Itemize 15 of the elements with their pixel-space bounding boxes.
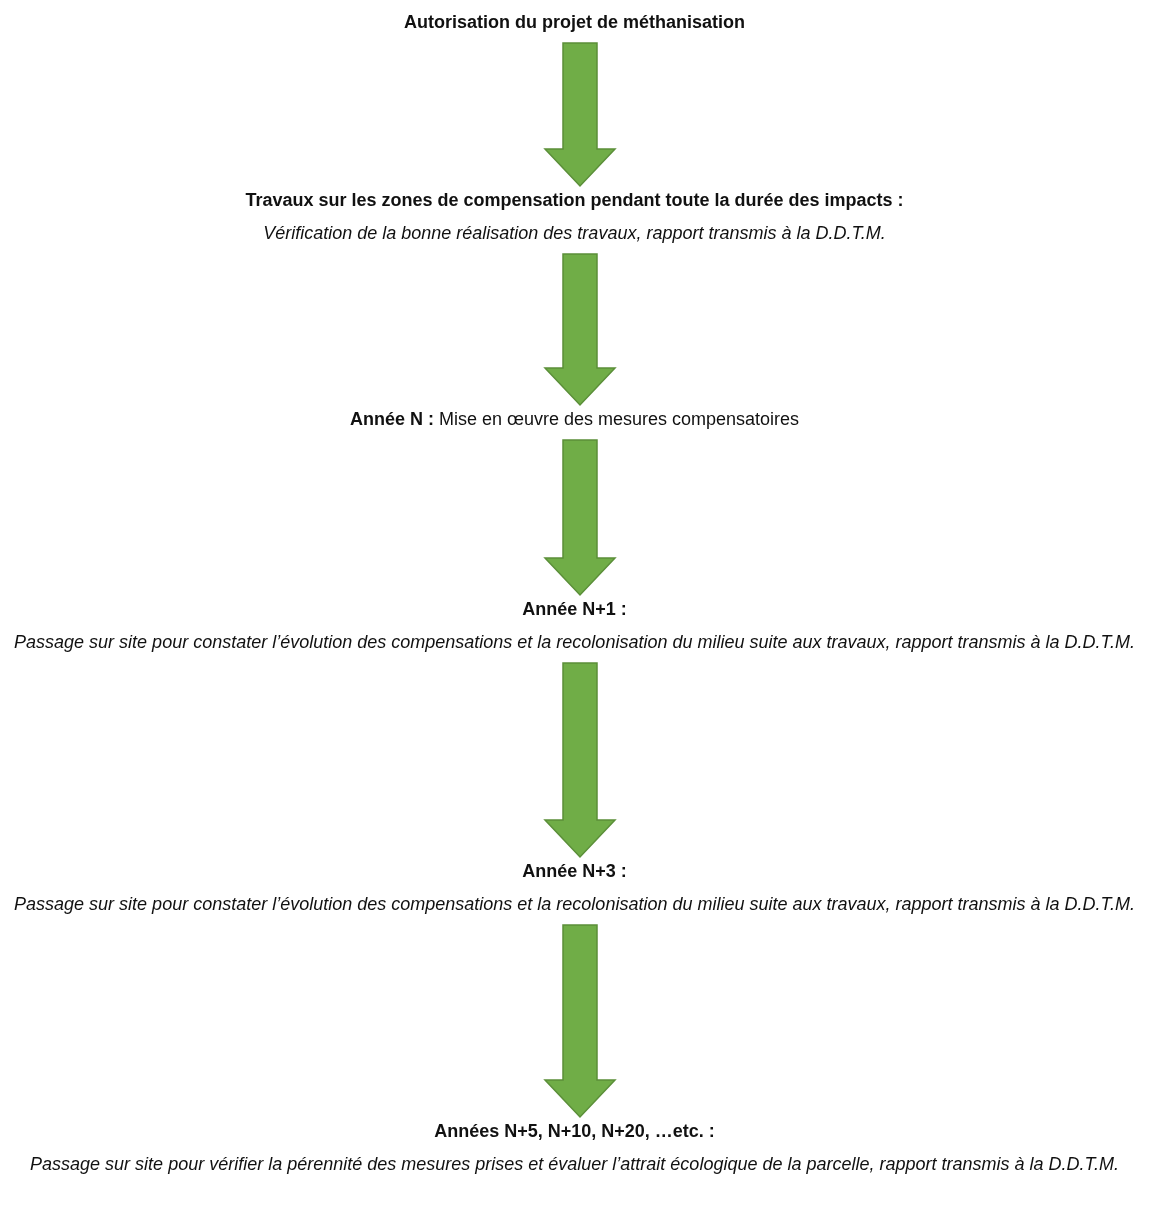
step-heading: Travaux sur les zones de compensation pendant toute la durée des impacts : xyxy=(244,189,905,212)
block-arrow xyxy=(543,662,617,859)
step-text: Année N : Mise en œuvre des mesures compensatoires xyxy=(348,408,801,431)
step-heading: Années N+5, N+10, N+20, …etc. : xyxy=(433,1120,716,1143)
block-arrow xyxy=(543,439,617,597)
block-arrow xyxy=(543,924,617,1119)
step-description: Passage sur site pour constater l’évolution des compensations et la recolonisation du milieu suite aux travaux, rapport transmis à la D.D.T.M. xyxy=(13,631,1136,654)
step-heading: Année N+3 : xyxy=(521,860,628,883)
step-text: Autorisation du projet de méthanisation xyxy=(403,11,746,34)
step-description: Passage sur site pour vérifier la pérennité des mesures prises et évaluer l’attrait écologique de la parcelle, rapport transmis à la D.D.T.M. xyxy=(29,1153,1120,1176)
block-arrow xyxy=(543,42,617,188)
step-description: Vérification de la bonne réalisation des travaux, rapport transmis à la D.D.T.M. xyxy=(262,222,887,245)
block-arrow xyxy=(543,253,617,407)
step-heading: Année N+1 : xyxy=(521,598,628,621)
step-description: Passage sur site pour constater l’évolution des compensations et la recolonisation du milieu suite aux travaux, rapport transmis à la D.D.T.M. xyxy=(13,893,1136,916)
